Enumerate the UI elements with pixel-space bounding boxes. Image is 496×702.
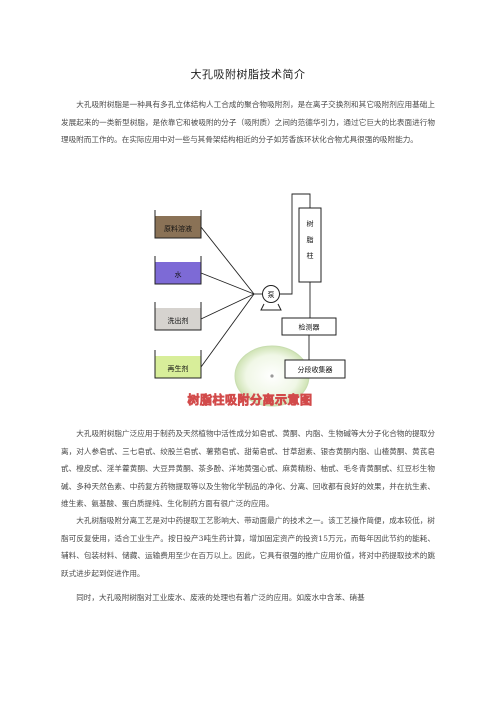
- resin-column-diagram: 原料溶液 水 洗出剂 再生剂 泵 树 脂 柱: [154, 193, 346, 407]
- reservoir-water: 水: [154, 256, 202, 285]
- pump: 泵: [260, 285, 282, 311]
- reservoir-raw-fill: [155, 216, 201, 238]
- column-label-char-1: 树: [307, 219, 314, 228]
- reservoir-water-fill: [155, 262, 201, 284]
- reservoir-raw-label: 原料溶液: [164, 224, 192, 233]
- reservoir-regen-fill: [155, 356, 201, 378]
- reservoir-eluent-label: 洗出剂: [168, 316, 189, 325]
- wastewater-paragraph: 同时，大孔吸附树脂对工业废水、废液的处理也有着广泛的应用。如废水中含苯、硝基: [76, 593, 365, 602]
- collector-label: 分段收集器: [298, 365, 333, 374]
- reservoir-eluent-fill: [155, 308, 201, 330]
- detector: 检测器: [281, 317, 337, 336]
- resin-column: 树 脂 柱: [298, 207, 322, 283]
- detector-label: 检测器: [299, 323, 320, 332]
- applications-paragraph: 大孔吸附树脂广泛应用于制药及天然植物中活性成分如皂甙、黄酮、内脂、生物碱等大分子…: [61, 429, 435, 509]
- reservoir-water-label: 水: [175, 270, 182, 279]
- column-label-char-2: 脂: [307, 235, 314, 244]
- diagram-caption: 树脂柱吸附分离示意图: [187, 392, 312, 407]
- column-label-char-3: 柱: [307, 251, 314, 260]
- reservoir-eluent: 洗出剂: [154, 302, 202, 331]
- fraction-collector: 分段收集器: [284, 359, 346, 379]
- reservoir-regenerant: 再生剂: [154, 350, 202, 379]
- process-paragraph: 大孔树脂吸附分离工艺是对中药提取工艺影响大、带动面最广的技术之一。该工艺操作简便…: [61, 516, 435, 578]
- feed-lines: [200, 226, 263, 368]
- page-title: 大孔吸附树脂技术简介: [190, 68, 306, 81]
- reservoir-raw-solution: 原料溶液: [154, 210, 202, 239]
- reservoir-regen-label: 再生剂: [168, 364, 189, 373]
- pump-label: 泵: [268, 291, 275, 299]
- pump-to-column-line: [279, 193, 311, 295]
- intro-paragraph: 大孔吸附树脂是一种具有多孔立体结构人工合成的聚合物吸附剂，是在离子交换剂和其它吸…: [61, 100, 435, 145]
